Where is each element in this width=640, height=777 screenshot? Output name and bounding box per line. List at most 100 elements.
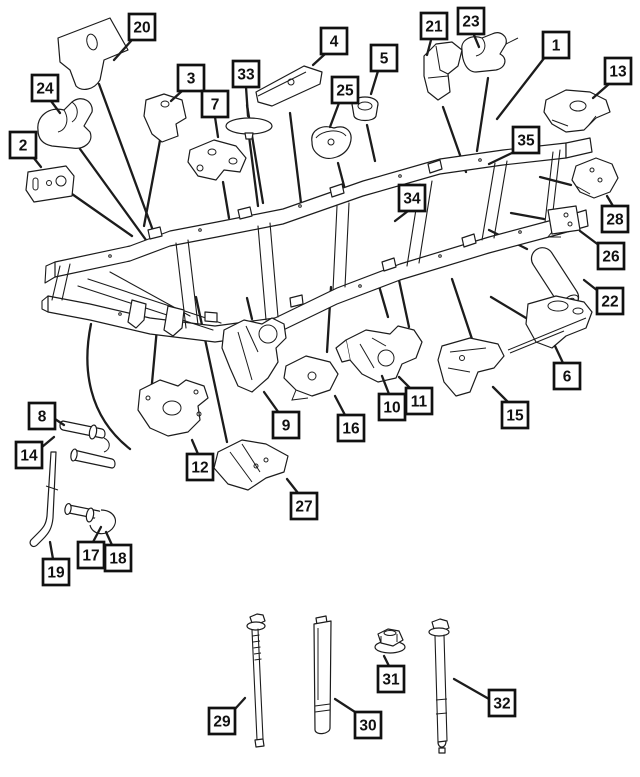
callout-box[interactable] <box>353 710 383 740</box>
callout-box[interactable] <box>336 413 366 443</box>
callout-15[interactable]: 15 <box>491 385 530 430</box>
connector-line <box>365 123 377 163</box>
part-10-11-wing <box>335 339 351 363</box>
spring-hanger-2 <box>163 305 185 337</box>
callout-2[interactable]: 2 <box>8 130 43 169</box>
callout-box[interactable] <box>541 30 571 60</box>
callout-box[interactable] <box>487 688 517 718</box>
callout-box[interactable] <box>603 56 633 86</box>
callout-box[interactable] <box>41 557 71 587</box>
part-13-hole <box>569 100 587 112</box>
callout-14[interactable]: 14 <box>14 435 56 470</box>
callout-box[interactable] <box>419 11 449 41</box>
callout-box[interactable] <box>552 361 582 391</box>
callout-box[interactable] <box>176 63 206 93</box>
callout-32[interactable]: 32 <box>452 677 517 718</box>
callout-number: 29 <box>213 714 231 731</box>
callout-26[interactable]: 26 <box>578 229 626 271</box>
callout-number: 19 <box>47 565 65 582</box>
callout-box[interactable] <box>27 401 57 431</box>
connector-line <box>489 295 528 320</box>
callout-box[interactable] <box>397 183 427 213</box>
callout-box[interactable] <box>511 125 541 155</box>
callout-3[interactable]: 3 <box>169 63 206 103</box>
callout-35[interactable]: 35 <box>487 125 541 166</box>
callout-7[interactable]: 7 <box>200 89 230 139</box>
callout-leader-line <box>169 89 184 103</box>
callout-box[interactable] <box>8 130 38 160</box>
callout-box[interactable] <box>289 491 319 521</box>
callout-number: 13 <box>609 64 627 81</box>
callout-box[interactable] <box>376 664 406 694</box>
callout-22[interactable]: 22 <box>582 278 625 316</box>
callout-19[interactable]: 19 <box>41 540 71 587</box>
callout-17[interactable]: 17 <box>76 525 106 570</box>
part-26-plate <box>547 205 581 235</box>
callout-number: 26 <box>602 249 620 266</box>
callout-box[interactable] <box>30 73 60 103</box>
callout-28[interactable]: 28 <box>600 194 630 234</box>
callout-number: 32 <box>493 696 510 713</box>
callout-number: 20 <box>133 20 150 37</box>
callout-29[interactable]: 29 <box>207 696 247 736</box>
callout-9[interactable]: 9 <box>262 390 301 440</box>
callout-box[interactable] <box>369 43 399 73</box>
part-2-slot <box>32 177 39 191</box>
callout-33[interactable]: 33 <box>231 59 261 118</box>
callout-box[interactable] <box>103 543 133 573</box>
callout-box[interactable] <box>500 400 530 430</box>
callout-box[interactable] <box>595 286 625 316</box>
callout-1[interactable]: 1 <box>495 30 571 121</box>
connector-line <box>538 175 573 187</box>
callout-leader-line <box>328 101 341 129</box>
callout-25[interactable]: 25 <box>328 75 360 129</box>
callout-box[interactable] <box>330 75 360 105</box>
callout-4[interactable]: 4 <box>311 26 349 67</box>
part-10-11-hole <box>377 349 395 367</box>
connector-line <box>70 192 134 238</box>
callout-30[interactable]: 30 <box>333 697 383 740</box>
callout-13[interactable]: 13 <box>591 56 633 100</box>
part-10-11-ribs <box>359 337 387 369</box>
part-15-bracket <box>437 337 505 397</box>
callout-20[interactable]: 20 <box>112 12 157 62</box>
callout-16[interactable]: 16 <box>333 394 366 443</box>
callout-box[interactable] <box>456 6 486 36</box>
part-24-hook <box>37 98 93 149</box>
callout-11[interactable]: 11 <box>397 375 434 416</box>
callout-box[interactable] <box>271 410 301 440</box>
callout-box[interactable] <box>596 241 626 271</box>
callout-27[interactable]: 27 <box>285 477 319 521</box>
part-4-edge <box>257 71 307 97</box>
callout-31[interactable]: 31 <box>376 654 406 694</box>
callout-box[interactable] <box>207 706 237 736</box>
callout-number: 3 <box>187 71 196 88</box>
callout-box[interactable] <box>600 204 630 234</box>
callout-6[interactable]: 6 <box>552 344 582 391</box>
part-27-hole-2 <box>263 457 269 463</box>
callout-10[interactable]: 10 <box>377 374 407 422</box>
callout-12[interactable]: 12 <box>185 438 215 482</box>
part-10-11-crossmember <box>345 325 423 383</box>
callout-24[interactable]: 24 <box>30 73 62 115</box>
callout-21[interactable]: 21 <box>419 11 449 57</box>
callout-34[interactable]: 34 <box>393 183 427 223</box>
rivet-dots <box>108 158 522 329</box>
callout-box[interactable] <box>231 59 261 89</box>
callout-box[interactable] <box>14 440 44 470</box>
callout-18[interactable]: 18 <box>103 530 133 573</box>
callout-5[interactable]: 5 <box>369 43 399 96</box>
callout-leader-line <box>285 477 300 495</box>
callout-box[interactable] <box>127 12 157 42</box>
callout-box[interactable] <box>404 386 434 416</box>
mount-tab-3 <box>329 183 345 198</box>
connector-lines <box>70 76 573 451</box>
callout-leader-line <box>553 344 565 365</box>
part-13-lines <box>551 115 597 127</box>
callout-box[interactable] <box>200 89 230 119</box>
callout-box[interactable] <box>185 452 215 482</box>
callout-box[interactable] <box>319 26 349 56</box>
callout-23[interactable]: 23 <box>456 6 486 49</box>
callout-number: 8 <box>38 409 47 426</box>
callout-8[interactable]: 8 <box>27 401 66 431</box>
